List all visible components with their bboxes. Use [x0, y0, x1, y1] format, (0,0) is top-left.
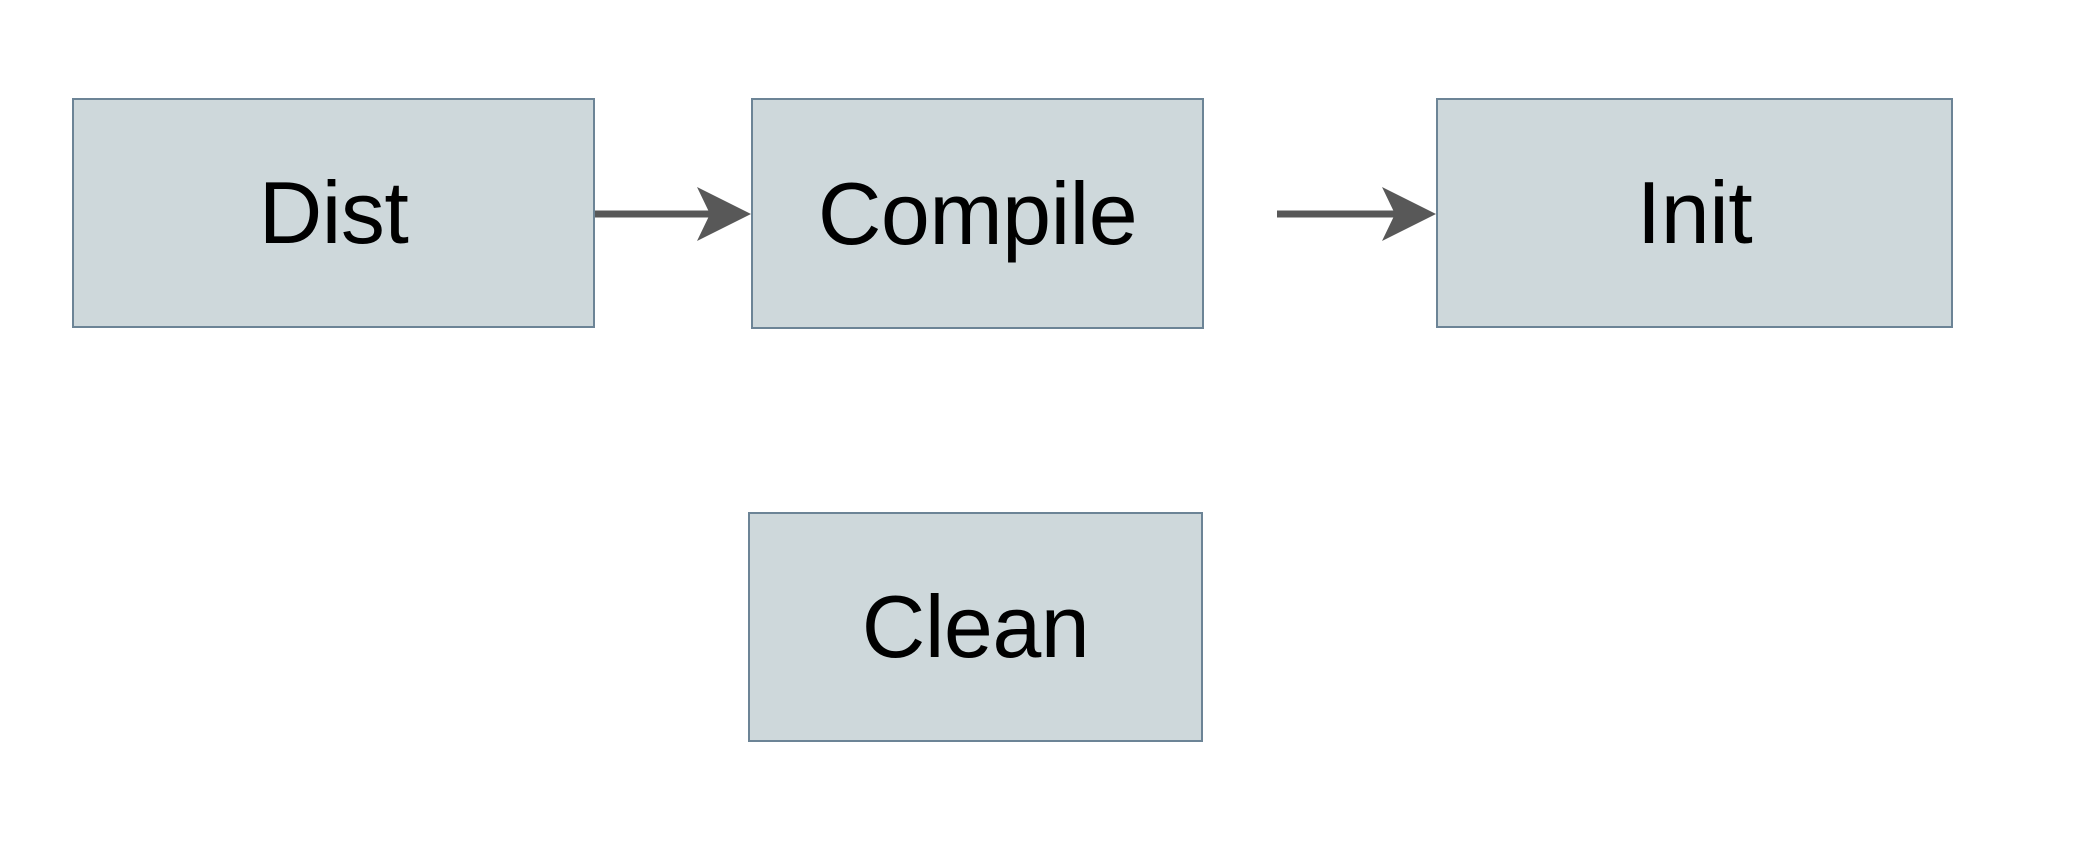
edge-dist-to-compile-arrowhead — [697, 187, 751, 241]
node-compile-label: Compile — [817, 163, 1138, 263]
node-compile[interactable]: Compile — [751, 98, 1204, 329]
edge-dist-to-compile[interactable] — [595, 187, 751, 241]
node-dist-label: Dist — [258, 163, 409, 262]
node-dist[interactable]: Dist — [72, 98, 595, 328]
edge-compile-to-init-arrowhead — [1382, 187, 1436, 241]
node-init-label: Init — [1636, 163, 1753, 262]
node-init[interactable]: Init — [1436, 98, 1953, 328]
edge-compile-to-init[interactable] — [1277, 187, 1436, 241]
node-clean-label: Clean — [861, 577, 1090, 676]
node-clean[interactable]: Clean — [748, 512, 1203, 742]
